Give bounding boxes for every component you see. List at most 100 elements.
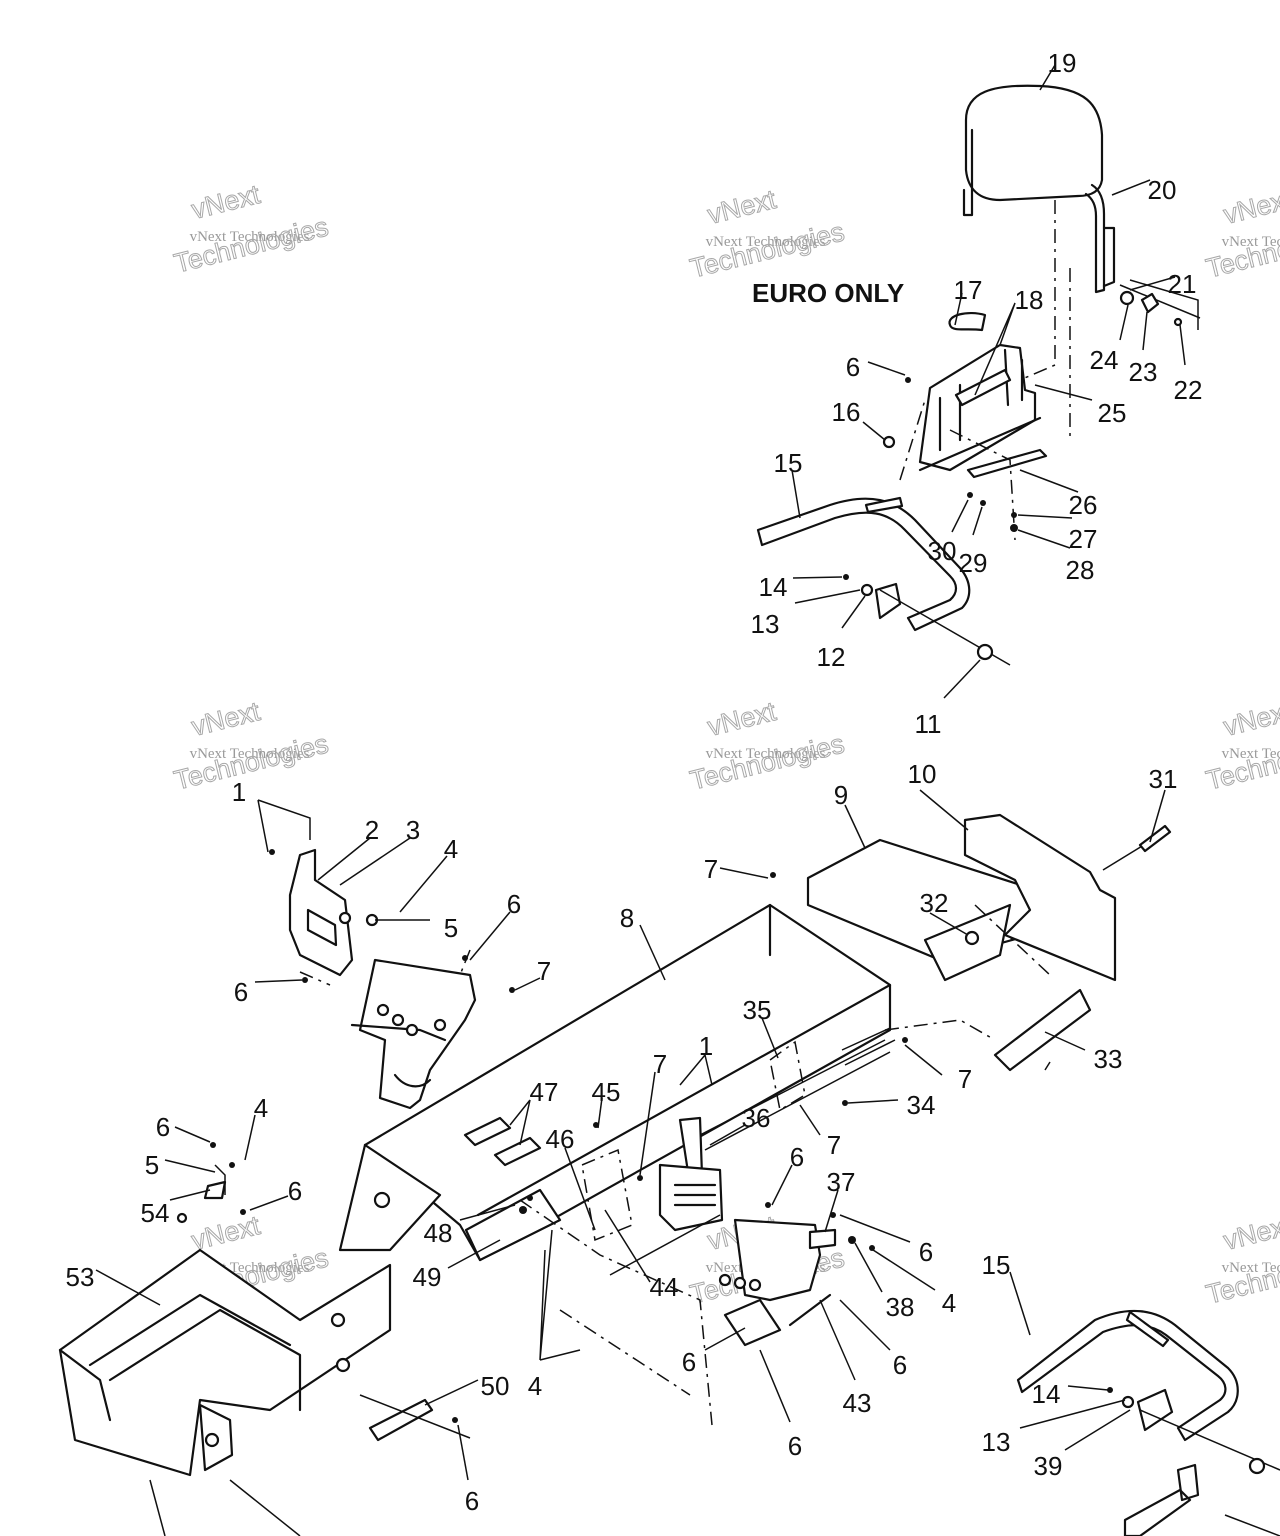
callout-c45: 45	[592, 1077, 621, 1107]
callout-c47: 47	[530, 1077, 559, 1107]
callout-c5b: 5	[145, 1150, 159, 1180]
callout-c43: 43	[843, 1388, 872, 1418]
callout-c28: 28	[1066, 555, 1095, 585]
svg-text:Technologies: Technologies	[1203, 1243, 1280, 1310]
callout-c13a: 13	[751, 609, 780, 639]
callout-c1a: 1	[232, 777, 246, 807]
callout-c39: 39	[1034, 1451, 1063, 1481]
callout-c6k: 6	[465, 1486, 479, 1516]
callout-c11: 11	[915, 709, 942, 739]
callout-c14b: 14	[1032, 1379, 1061, 1409]
callout-c48: 48	[424, 1218, 453, 1248]
callout-c7e: 7	[827, 1130, 841, 1160]
callout-c18: 18	[1015, 285, 1044, 315]
callout-c31: 31	[1149, 764, 1178, 794]
svg-text:Technologies: Technologies	[1203, 729, 1280, 796]
watermark: vNext vNext Technologies Technologies	[171, 178, 332, 279]
callout-c36: 36	[742, 1103, 771, 1133]
svg-text:vNext: vNext	[705, 184, 780, 230]
leader-lines	[95, 64, 1186, 1481]
callout-c30: 30	[928, 536, 957, 566]
callout-c24: 24	[1090, 345, 1119, 375]
svg-text:vNext Technologies: vNext Technologies	[1222, 234, 1280, 250]
backrest-assembly	[882, 84, 1201, 541]
grab-bar-upper	[756, 496, 1011, 666]
backrest-pad	[964, 84, 1104, 202]
callout-c20: 20	[1148, 175, 1177, 205]
callout-c6j: 6	[788, 1431, 802, 1461]
callout-c7c: 7	[653, 1049, 667, 1079]
svg-text:vNext: vNext	[189, 696, 264, 742]
callout-c3: 3	[406, 815, 420, 845]
svg-text:vNext: vNext	[1221, 1210, 1280, 1256]
front-bumper	[58, 1212, 392, 1536]
callout-c6h: 6	[682, 1347, 696, 1377]
tunnel	[338, 872, 908, 1426]
callout-c19: 19	[1048, 48, 1077, 78]
callout-c6i: 6	[893, 1350, 907, 1380]
callout-c23: 23	[1129, 357, 1158, 387]
svg-text:vNext Technologies: vNext Technologies	[190, 229, 310, 245]
svg-text:vNext: vNext	[189, 179, 264, 225]
watermarks: vNext vNext Technologies Technologies vN…	[171, 178, 1280, 1310]
callout-c10: 10	[908, 759, 937, 789]
grab-bar-lower	[1016, 1309, 1280, 1536]
euro-only-label: EURO ONLY	[752, 278, 904, 308]
front-bracket-small	[203, 1142, 246, 1215]
callout-c6e: 6	[790, 1142, 804, 1172]
svg-text:vNext: vNext	[705, 696, 780, 742]
callout-c21: 21	[1168, 269, 1197, 299]
callout-c54: 54	[141, 1198, 170, 1228]
callout-c34: 34	[907, 1090, 936, 1120]
seat-frame	[918, 343, 1037, 472]
callout-c44: 44	[650, 1272, 679, 1302]
callout-c15a: 15	[774, 448, 803, 478]
callout-c7a: 7	[704, 854, 718, 884]
callout-c4b: 4	[254, 1093, 268, 1123]
svg-text:vNext Technologies: vNext Technologies	[706, 234, 826, 250]
callout-c49: 49	[413, 1262, 442, 1292]
svg-text:vNext Technologies: vNext Technologies	[190, 746, 310, 762]
backrest-support	[1084, 183, 1106, 294]
callout-c6c: 6	[234, 977, 248, 1007]
rear-bracket-assembly	[257, 799, 477, 1110]
callout-c38: 38	[886, 1292, 915, 1322]
callout-c6d: 6	[156, 1112, 170, 1142]
callout-c12: 12	[817, 642, 846, 672]
callout-c4a: 4	[444, 834, 458, 864]
svg-text:vNext: vNext	[1221, 696, 1280, 742]
svg-text:Technologies: Technologies	[1203, 217, 1280, 284]
watermark: vNext vNext Technologies Technologies	[1203, 695, 1280, 796]
callout-c6a: 6	[846, 352, 860, 382]
callout-c46: 46	[546, 1124, 575, 1154]
callout-c17: 17	[954, 275, 983, 305]
callout-c16: 16	[832, 397, 861, 427]
callout-c14a: 14	[759, 572, 788, 602]
callout-c9: 9	[834, 780, 848, 810]
callout-c53: 53	[66, 1262, 95, 1292]
callout-c2: 2	[365, 815, 379, 845]
watermark: vNext vNext Technologies Technologies	[1203, 1209, 1280, 1310]
svg-text:vNext Technologies: vNext Technologies	[1222, 746, 1280, 762]
rear-panel-assembly	[806, 813, 1172, 1072]
callout-c50: 50	[481, 1371, 510, 1401]
watermark: vNext vNext Technologies Technologies	[687, 695, 848, 796]
callout-c37: 37	[827, 1167, 856, 1197]
callout-c22: 22	[1174, 375, 1203, 405]
callout-c6b: 6	[507, 889, 521, 919]
callout-c7b: 7	[537, 956, 551, 986]
callout-c1b: 1	[699, 1031, 713, 1061]
callout-c15b: 15	[982, 1250, 1011, 1280]
svg-text:vNext: vNext	[1221, 184, 1280, 230]
callout-c32: 32	[920, 888, 949, 918]
callout-c26: 26	[1069, 490, 1098, 520]
callout-c35: 35	[743, 995, 772, 1025]
lower-brackets	[359, 1202, 875, 1442]
callout-c6g: 6	[919, 1237, 933, 1267]
callout-c13b: 13	[982, 1427, 1011, 1457]
watermark: vNext vNext Technologies Technologies	[1203, 183, 1280, 284]
callout-c8: 8	[620, 903, 634, 933]
svg-text:vNext Technologies: vNext Technologies	[1222, 1260, 1280, 1276]
